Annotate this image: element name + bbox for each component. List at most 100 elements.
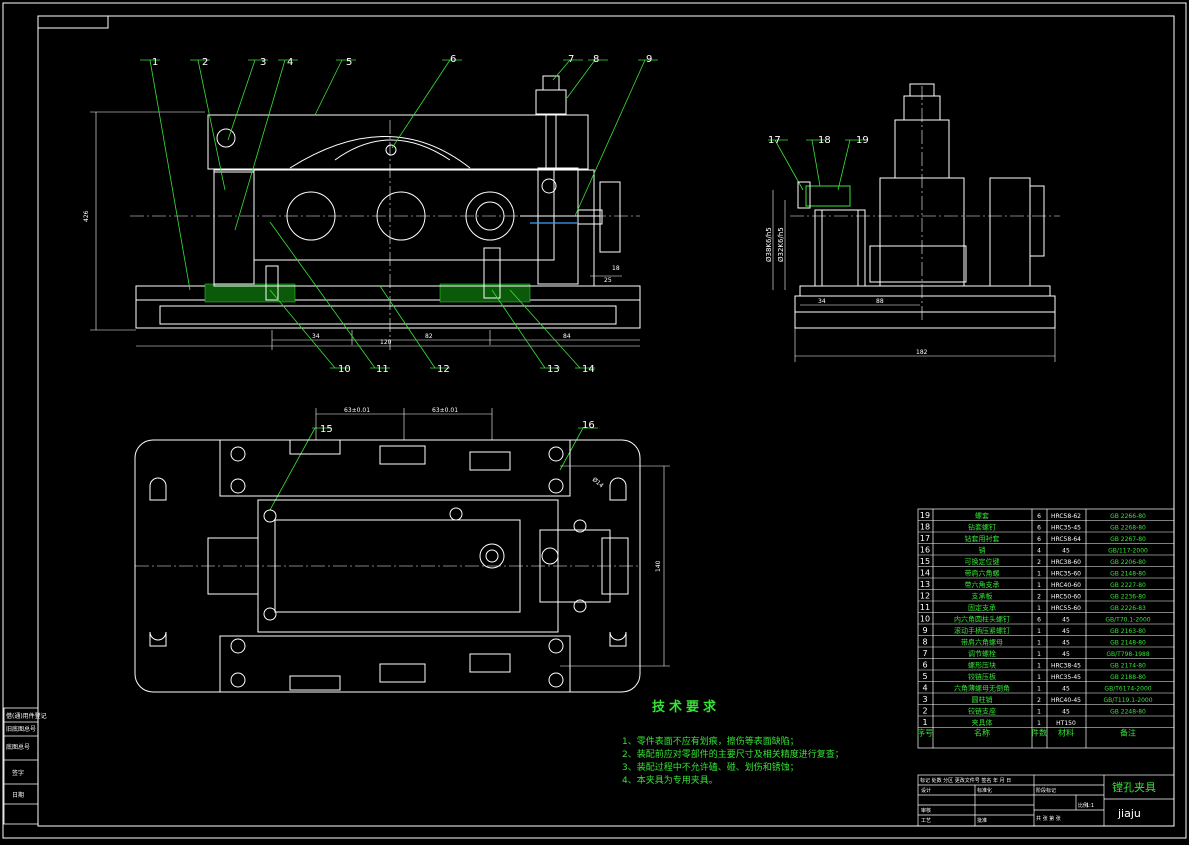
dim-side-b1: 34 xyxy=(818,298,826,305)
bom-header-cell: 材料 xyxy=(1058,728,1074,738)
bom-cell-no: 17 xyxy=(920,534,930,543)
bom-cell-qty: 2 xyxy=(1037,594,1041,601)
callout-16: 16 xyxy=(582,420,595,431)
bom-cell-mat: HRC35-60 xyxy=(1051,571,1081,578)
dim-front-b3: 82 xyxy=(425,333,433,340)
tb-review: 审核 xyxy=(921,807,931,814)
bom-cell-std: GB 2248-80 xyxy=(1110,709,1146,716)
bom-header-cell: 件数 xyxy=(1031,728,1047,738)
bom-cell-no: 18 xyxy=(920,523,930,532)
tech-note-1: 1、零件表面不应有划痕，擦伤等表面缺陷； xyxy=(622,737,799,747)
bom-cell-no: 6 xyxy=(922,661,927,670)
left-registration-strip xyxy=(3,707,39,825)
bom-cell-name: 铰链支座 xyxy=(968,707,996,716)
bom-cell-std: GB 2227-80 xyxy=(1110,582,1146,589)
bom-cell-mat: HRC50-60 xyxy=(1051,594,1081,601)
bom-cell-std: GB 2236-80 xyxy=(1110,594,1146,601)
bom-cell-mat: HT150 xyxy=(1056,720,1076,727)
bom-cell-name: 带六角支承 xyxy=(965,580,1000,589)
dim-side-dia1: Ø38K6/h5 xyxy=(765,227,773,262)
bom-cell-std: GB/117-2000 xyxy=(1108,548,1148,555)
bom-cell-mat: 45 xyxy=(1062,548,1070,555)
title-block xyxy=(917,774,1175,827)
tb-std: 标准化 xyxy=(977,787,992,794)
callout-7: 7 xyxy=(568,54,574,65)
bom-cell-std: GB/T119.1-2000 xyxy=(1103,697,1152,704)
bom-cell-no: 2 xyxy=(922,707,927,716)
bom-cell-std: GB/T798-1988 xyxy=(1106,651,1150,658)
bom-cell-mat: HRC38-60 xyxy=(1051,559,1081,566)
bom-cell-no: 12 xyxy=(920,592,930,601)
callout-12: 12 xyxy=(437,364,450,375)
bom-cell-mat: 45 xyxy=(1062,617,1070,624)
bom-cell-qty: 1 xyxy=(1037,628,1041,635)
bom-cell-no: 3 xyxy=(922,695,927,704)
bom-cell-mat: 45 xyxy=(1062,651,1070,658)
bom-cell-std: GB 2268-80 xyxy=(1110,525,1146,532)
bom-cell-no: 8 xyxy=(922,638,927,647)
tech-note-3: 3、装配过程中不允许磕、碰、划伤和锈蚀； xyxy=(622,763,799,773)
dim-plan-angle: Ø14 xyxy=(591,476,605,489)
bom-cell-name: 夹具体 xyxy=(972,718,993,727)
tb-phase: 阶段标记 xyxy=(1036,787,1056,794)
tech-note-2: 2、装配前应对零部件的主要尺寸及相关精度进行复查； xyxy=(622,750,844,760)
bom-cell-name: 固定支承 xyxy=(968,603,996,612)
dim-front-b1: 34 xyxy=(312,333,320,340)
bom-cell-qty: 6 xyxy=(1037,513,1041,520)
bom-cell-mat: HRC40-45 xyxy=(1051,697,1081,704)
strip-label-2: 旧底图总号 xyxy=(6,725,36,733)
bom-cell-name: 支承板 xyxy=(972,592,993,601)
strip-label-5: 日期 xyxy=(12,791,24,799)
tech-note-4: 4、本夹具为专用夹具。 xyxy=(622,776,718,786)
bom-cell-qty: 1 xyxy=(1037,571,1041,578)
bom-cell-no: 15 xyxy=(920,557,930,566)
bom-cell-no: 7 xyxy=(922,649,927,658)
bom-cell-qty: 1 xyxy=(1037,582,1041,589)
dim-top-left: 63±0.01 xyxy=(344,407,370,414)
tb-approve: 批准 xyxy=(977,817,987,824)
plan-view-dimensions xyxy=(315,408,670,667)
dim-side-dia2: Ø32K6/h5 xyxy=(777,227,785,262)
side-view-dimensions xyxy=(772,190,1056,362)
bom-cell-qty: 6 xyxy=(1037,536,1041,543)
bom-header-cell: 序号 xyxy=(917,728,933,738)
callout-13: 13 xyxy=(547,364,560,375)
bom-cell-qty: 6 xyxy=(1037,617,1041,624)
bom-cell-no: 14 xyxy=(920,569,930,578)
callout-17: 17 xyxy=(768,135,781,146)
bom-cell-qty: 1 xyxy=(1037,663,1041,670)
drawing-number: jiaju xyxy=(1117,807,1141,820)
bom-cell-name: 可换定位键 xyxy=(965,557,1000,566)
strip-label-1: 借(通)用件登记 xyxy=(6,712,47,720)
bom-cell-no: 16 xyxy=(920,546,930,555)
tech-requirements-title: 技术要求 xyxy=(652,700,721,715)
callout-10: 10 xyxy=(338,364,351,375)
callout-11: 11 xyxy=(376,364,389,375)
bom-cell-no: 5 xyxy=(922,672,927,681)
callout-leaders xyxy=(140,59,865,511)
callout-3: 3 xyxy=(260,57,266,68)
bom-cell-name: 内六角圆柱头螺钉 xyxy=(954,615,1010,624)
bom-cell-name: 钻套螺钉 xyxy=(968,523,996,532)
bom-cell-std: GB 2267-80 xyxy=(1110,536,1146,543)
bom-cell-qty: 6 xyxy=(1037,525,1041,532)
bom-cell-name: 圆柱销 xyxy=(972,695,993,704)
bom-cell-name: 螺套 xyxy=(975,511,989,520)
bom-cell-qty: 4 xyxy=(1037,548,1041,555)
bom-cell-no: 10 xyxy=(920,615,930,624)
bom-cell-no: 11 xyxy=(920,603,930,612)
bom-cell-no: 9 xyxy=(922,626,927,635)
bom-cell-std: GB 2148-80 xyxy=(1110,640,1146,647)
bom-cell-std: GB 2188-80 xyxy=(1110,674,1146,681)
bom-cell-name: 带肩六角螺母 xyxy=(961,638,1003,647)
dim-side-overall: 182 xyxy=(916,349,928,356)
bom-cell-std: GB 2148-80 xyxy=(1110,571,1146,578)
side-view xyxy=(790,83,1060,329)
bom-cell-mat: 45 xyxy=(1062,686,1070,693)
bom-header-cell: 名称 xyxy=(974,728,990,738)
callout-2: 2 xyxy=(202,57,208,68)
